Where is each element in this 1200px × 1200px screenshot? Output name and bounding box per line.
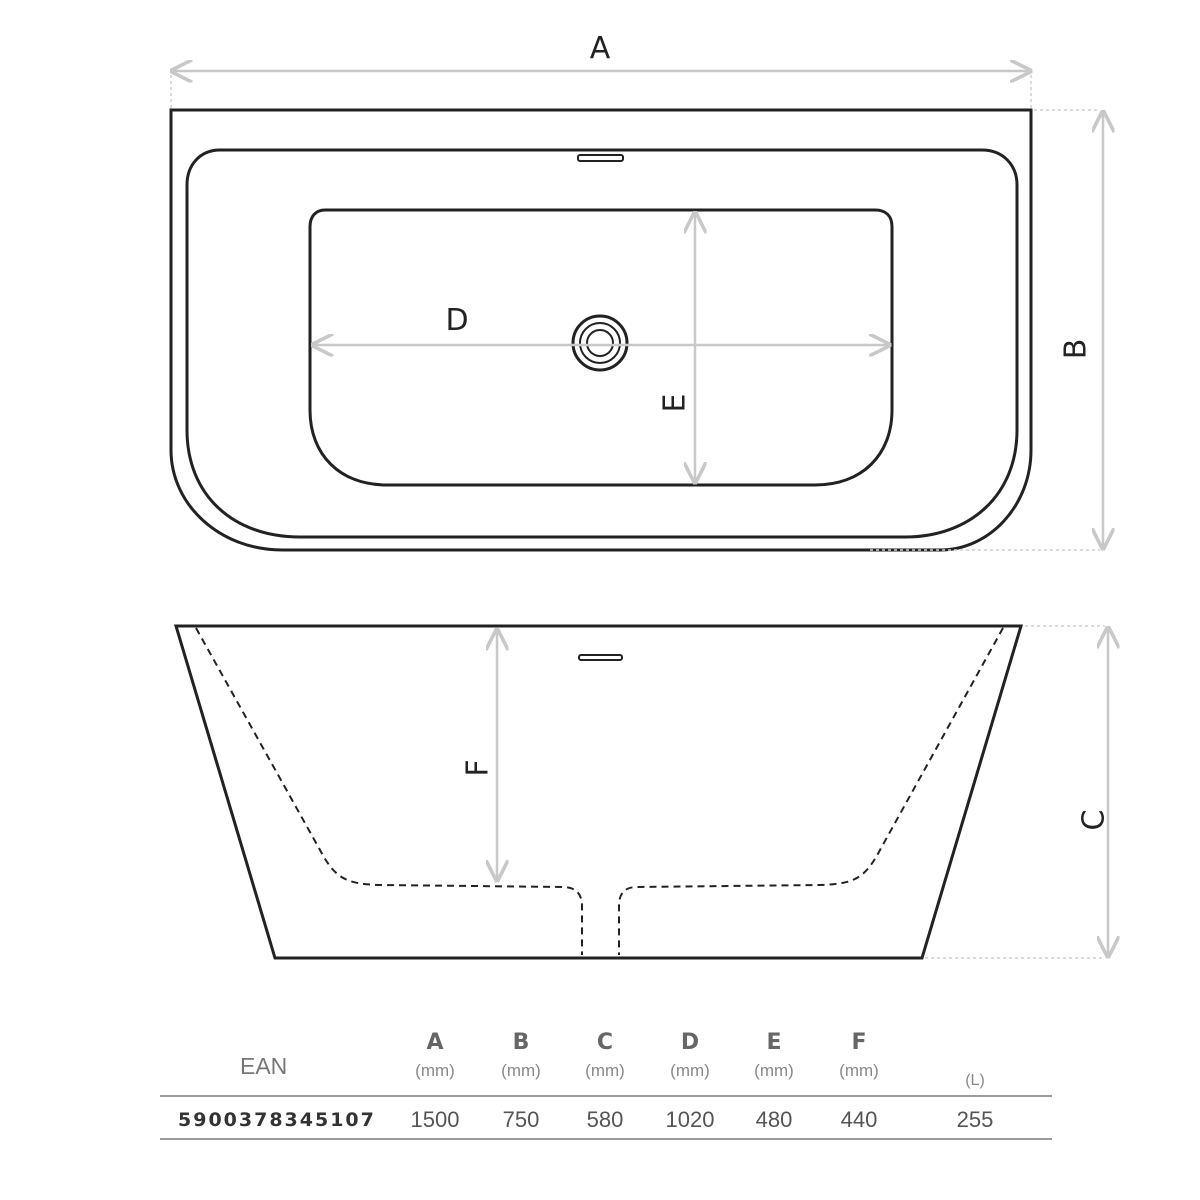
drain-inner bbox=[586, 329, 614, 357]
bathtub-technical-drawing: A D E B F C bbox=[169, 31, 1200, 960]
value-d: 1020 bbox=[665, 1107, 715, 1132]
side-view: F C bbox=[173, 624, 1112, 960]
ean-header: EAN bbox=[240, 1053, 288, 1079]
volume-unit: (L) bbox=[965, 1072, 985, 1089]
label-d: D bbox=[445, 303, 468, 338]
inner-profile-left bbox=[195, 627, 583, 955]
ean-value: 5900378345107 bbox=[178, 1109, 376, 1131]
value-volume: 255 bbox=[956, 1107, 994, 1132]
value-c: 580 bbox=[586, 1107, 624, 1132]
tub-outer-rim bbox=[169, 108, 1033, 552]
label-c: C bbox=[1077, 810, 1112, 831]
value-e: 480 bbox=[755, 1107, 793, 1132]
column-unit-a: (mm) bbox=[415, 1061, 455, 1080]
column-unit-e: (mm) bbox=[754, 1061, 794, 1080]
column-letter-f: F bbox=[851, 1030, 867, 1055]
column-unit-b: (mm) bbox=[501, 1061, 541, 1080]
column-letter-e: E bbox=[766, 1030, 782, 1055]
side-overflow-slot bbox=[578, 654, 623, 661]
column-letter-a: A bbox=[426, 1030, 444, 1055]
column-unit-c: (mm) bbox=[585, 1061, 625, 1080]
overflow-slot bbox=[577, 154, 624, 162]
inner-profile-right bbox=[618, 627, 1004, 955]
drain-outer bbox=[571, 314, 629, 372]
value-b: 750 bbox=[502, 1107, 540, 1132]
column-letter-b: B bbox=[512, 1030, 530, 1055]
value-f: 440 bbox=[840, 1107, 878, 1132]
tub-basin bbox=[308, 208, 894, 487]
column-unit-f: (mm) bbox=[839, 1061, 879, 1080]
label-b: B bbox=[1059, 339, 1094, 360]
column-letter-d: D bbox=[680, 1030, 700, 1055]
column-letter-c: C bbox=[596, 1030, 614, 1055]
tub-side-profile bbox=[173, 624, 1024, 960]
label-a: A bbox=[590, 31, 611, 66]
table-rule-bottom bbox=[160, 1138, 1052, 1140]
table-rule-top bbox=[160, 1095, 1052, 1097]
column-unit-d: (mm) bbox=[670, 1061, 710, 1080]
value-a: 1500 bbox=[410, 1107, 460, 1132]
label-f: F bbox=[461, 759, 496, 776]
top-view: A D E B bbox=[169, 31, 1103, 552]
tub-inner-rim bbox=[185, 148, 1019, 539]
label-e: E bbox=[658, 394, 693, 413]
